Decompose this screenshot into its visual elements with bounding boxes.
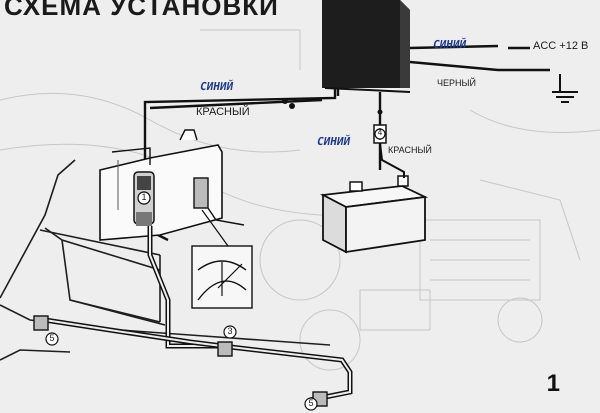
control-unit <box>322 0 411 93</box>
label-blue-main: СИНИЙ <box>198 80 235 93</box>
pump-connector <box>193 177 245 247</box>
washer-nozzles <box>33 315 328 407</box>
marker-nozzle-left: 5 <box>49 333 55 343</box>
label-black: ЧЕРНЫЙ <box>437 78 476 88</box>
label-blue-acc: СИНИЙ <box>431 38 468 51</box>
battery <box>319 142 429 254</box>
label-red-battery: КРАСНЫЙ <box>388 145 432 155</box>
ground-symbol <box>552 74 578 103</box>
diagram-title: СХЕМА УСТАНОВКИ <box>4 0 279 21</box>
page-number: 1 <box>546 370 560 397</box>
connection-dots <box>282 98 383 115</box>
label-blue-battery: СИНИЙ <box>315 135 352 148</box>
marker-circles <box>45 128 386 411</box>
marker-pump: 1 <box>141 192 147 202</box>
label-acc: ACC +12 В <box>533 40 589 52</box>
label-red-main: КРАСНЫЙ <box>196 106 250 118</box>
marker-nozzle-mid: 3 <box>227 326 233 336</box>
marker-fuse: 4 <box>377 128 383 137</box>
marker-nozzle-right: 5 <box>308 398 314 408</box>
car-hood-outline <box>0 159 331 361</box>
background-sketch <box>0 29 600 371</box>
washer-reservoir <box>99 129 223 241</box>
wiper-inset <box>191 245 253 309</box>
